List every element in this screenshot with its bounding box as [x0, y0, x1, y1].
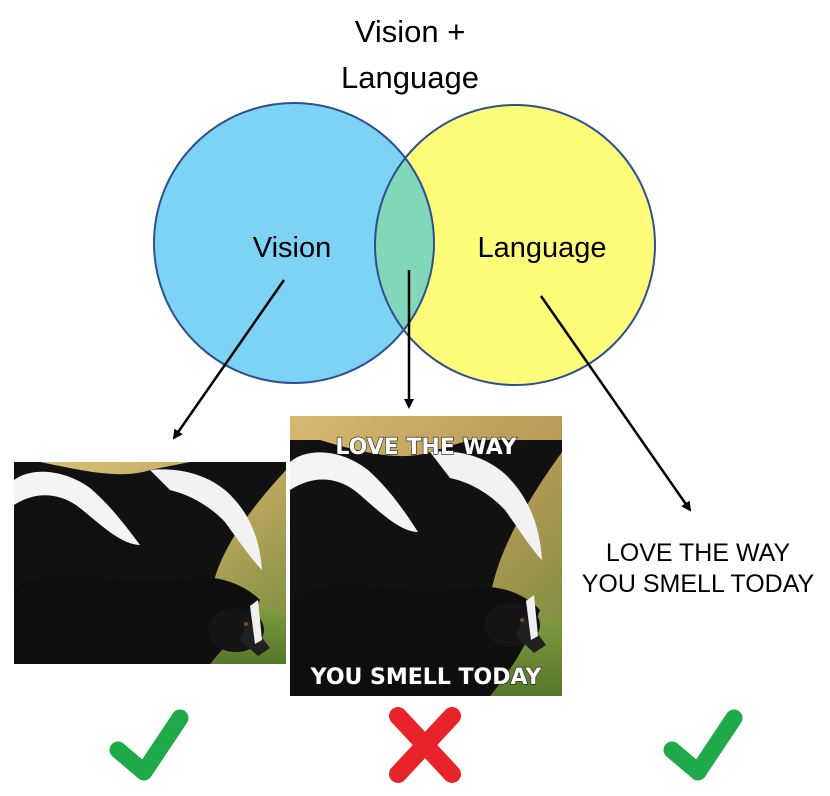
vision-arrow [172, 279, 286, 440]
language-circle-outline [374, 104, 656, 386]
language-label: Language [477, 232, 606, 264]
language-circle [375, 105, 655, 385]
vision-circle [154, 103, 434, 383]
meme-top-caption: LOVE THE WAY [335, 435, 517, 460]
combined-cross-icon [389, 707, 461, 783]
language-arrow [539, 295, 692, 512]
skunk-photo [14, 462, 286, 664]
vision-label: Vision [253, 232, 331, 264]
skunk-meme-photo [290, 416, 562, 696]
diagram-title-line2: Language [341, 60, 479, 95]
vision-circle-outline [153, 102, 435, 384]
diagram-title-line1: Vision + [355, 14, 466, 49]
language-output-line1: LOVE THE WAY [606, 539, 791, 567]
language-output-line2: YOU SMELL TODAY [582, 570, 815, 598]
vision-check-icon [109, 709, 189, 781]
meme-bottom-caption: YOU SMELL TODAY [310, 665, 543, 690]
language-check-icon [663, 709, 743, 781]
